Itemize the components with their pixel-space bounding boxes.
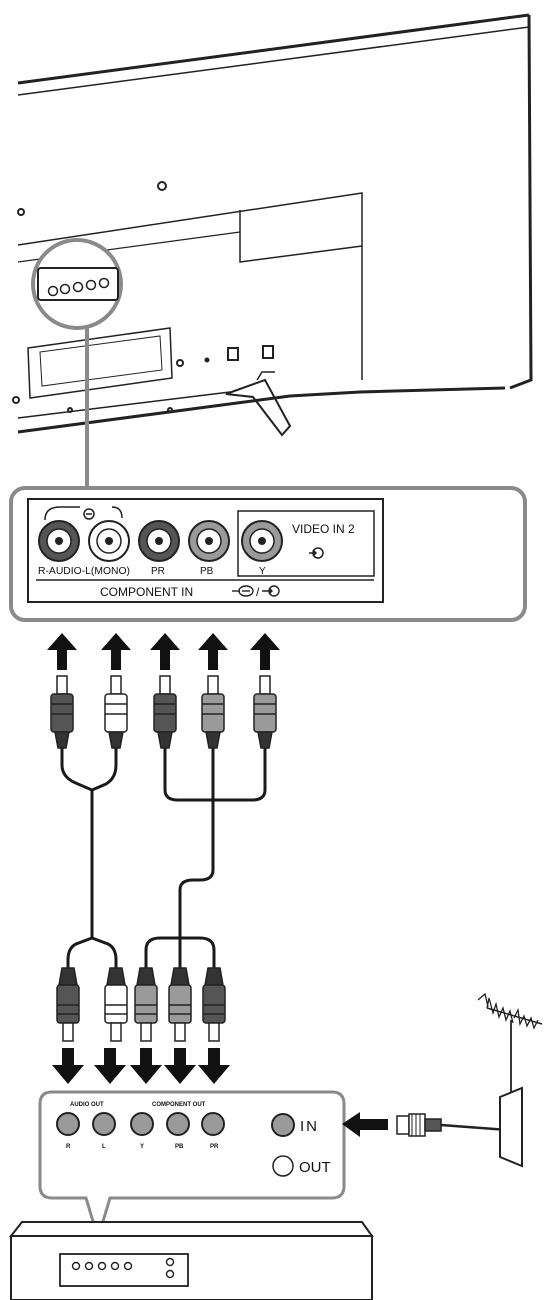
input-arrow-icon — [262, 585, 280, 597]
component-input-icon: / — [232, 585, 260, 599]
lower-plug-y — [134, 967, 158, 1042]
tv-video-in-label: VIDEO IN 2 — [292, 522, 355, 536]
device-jack-l — [92, 1112, 116, 1136]
arrow-to-in — [342, 1112, 388, 1137]
device-component-out-label: COMPONENT OUT — [152, 1102, 206, 1108]
device-l-label: L — [102, 1144, 106, 1150]
device-jack-y — [130, 1112, 154, 1136]
upper-plug-y — [253, 675, 277, 749]
upper-plug-pb — [201, 675, 225, 749]
tv-jack-l — [88, 520, 130, 562]
tv-jack-y — [241, 520, 283, 562]
device-audio-out-label: AUDIO OUT — [70, 1102, 104, 1108]
device-jack-pr — [201, 1112, 225, 1136]
lower-plug-pr — [202, 967, 226, 1042]
arrow-down-r — [52, 1048, 84, 1084]
tv-pb-label: PB — [200, 566, 214, 577]
tv-jack-pr — [138, 520, 180, 562]
cables — [60, 748, 267, 968]
video-input-icon — [309, 547, 324, 559]
device-pr-label: PR — [210, 1144, 219, 1150]
device-jack-pb — [166, 1112, 190, 1136]
arrow-up-pr — [150, 633, 180, 670]
device-pb-label: PB — [175, 1144, 184, 1150]
arrows-into-tv — [47, 633, 280, 670]
lower-plug-r — [56, 967, 80, 1042]
antenna — [342, 992, 543, 1168]
audio-input-icon — [44, 506, 123, 521]
tv-y-label: Y — [259, 566, 266, 577]
tv-rear — [12, 13, 533, 437]
tv-jack-r — [38, 520, 80, 562]
device-antenna-out-jack — [272, 1155, 294, 1177]
arrow-up-y — [250, 633, 280, 670]
tv-jack-pb — [188, 520, 230, 562]
lower-plug-l — [104, 967, 128, 1042]
device-r-label: R — [66, 1144, 71, 1150]
device-out-label: OUT — [299, 1159, 331, 1176]
arrows-into-device — [52, 1048, 230, 1084]
device-antenna-in-jack — [271, 1113, 295, 1137]
upper-plug-pr — [153, 675, 177, 749]
tv-audio-label: R-AUDIO-L(MONO) — [38, 566, 130, 577]
tv-pr-label: PR — [151, 566, 165, 577]
svg-text:/: / — [256, 585, 260, 599]
lower-plug-pb — [168, 967, 192, 1042]
lower-plugs — [56, 967, 226, 1042]
device-in-label: IN — [300, 1118, 319, 1135]
upper-plug-r — [50, 675, 74, 749]
arrow-up-l — [101, 633, 131, 670]
arrow-up-pb — [198, 633, 228, 670]
arrow-down-pb — [164, 1048, 196, 1084]
arrow-down-l — [94, 1048, 126, 1084]
upper-plugs — [50, 675, 277, 749]
recorder-device — [8, 1221, 374, 1300]
upper-plug-l — [104, 675, 128, 749]
audio-cable — [60, 748, 118, 968]
component-cable — [144, 748, 267, 968]
tv-jack-magnifier — [31, 238, 123, 488]
tv-component-in-label: COMPONENT IN — [100, 585, 193, 599]
device-output-panel: AUDIO OUT COMPONENT OUT R L Y PB PR IN O… — [38, 1090, 346, 1244]
arrow-down-y — [130, 1048, 162, 1084]
device-y-label: Y — [140, 1144, 144, 1150]
tv-input-panel: R-AUDIO-L(MONO) PR PB Y VIDEO IN 2 COMPO… — [9, 486, 527, 622]
arrow-up-r — [47, 633, 77, 670]
arrow-down-pr — [198, 1048, 230, 1084]
device-jack-r — [56, 1112, 80, 1136]
